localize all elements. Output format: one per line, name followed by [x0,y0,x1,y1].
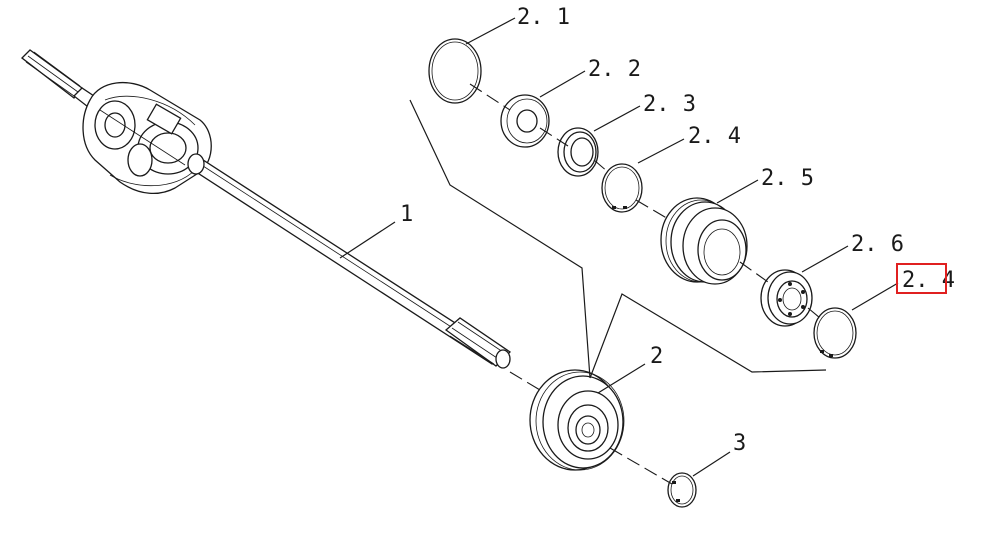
shaft-spline-end-left [21,49,101,111]
leader-lines [339,17,899,477]
callout-2-2: 2. 2 [588,57,641,82]
callout-2-3: 2. 3 [643,92,696,117]
callout-2-4-highlighted: 2. 4 [902,268,955,293]
circlip-part-2-4-lower [813,307,857,359]
o-ring-part-2-1 [428,38,482,104]
shaft-spline-end-right [444,317,512,369]
subassembly-bracket-lines [409,99,827,379]
snap-ring-part-3 [667,472,697,508]
callout-2-6: 2. 6 [851,232,904,257]
highlight-box [896,263,947,294]
callout-1: 1 [400,202,413,227]
callout-3: 3 [733,431,746,456]
bearing-housing-part-2-5 [660,197,748,285]
seal-part-2-3 [557,127,599,177]
drive-shaft-part-1 [21,49,512,369]
callout-2-4: 2. 4 [688,124,741,149]
callout-labels: 1 2 3 2. 1 2. 2 2. 3 2. 4 2. 5 2. 6 2. 4 [400,5,955,456]
universal-joint [82,81,212,194]
circlip-part-2-4-upper [601,163,643,213]
callout-2: 2 [650,344,663,369]
assembly-axis-lines [469,83,821,485]
callout-2-5: 2. 5 [761,166,814,191]
callout-2-1: 2. 1 [517,5,570,30]
ball-bearing-part-2-6 [760,269,813,327]
bearing-assembly-part-2 [529,369,625,471]
washer-part-2-2 [500,94,550,148]
